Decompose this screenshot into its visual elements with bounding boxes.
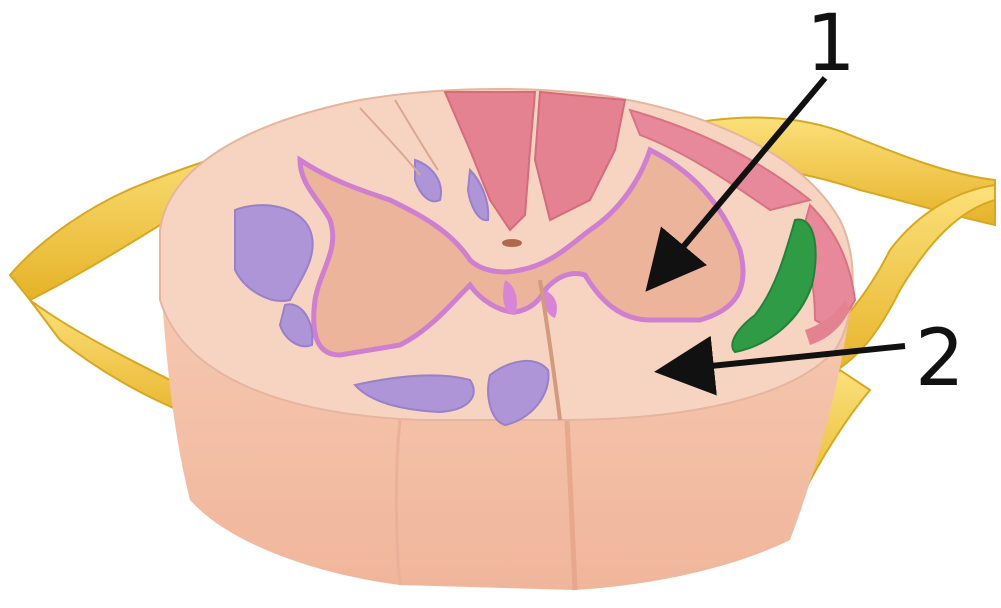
label-2: 2 [915, 314, 965, 404]
label-1: 1 [806, 0, 856, 89]
central-canal [502, 239, 522, 247]
